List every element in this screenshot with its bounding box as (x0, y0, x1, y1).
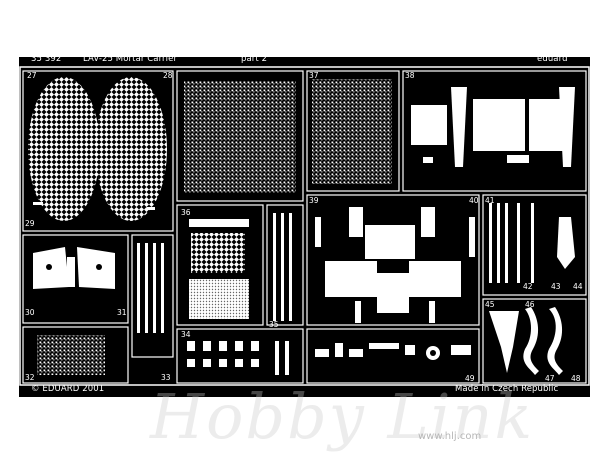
part-number: 48 (571, 374, 581, 383)
part-number: 30 (25, 308, 35, 317)
part-number: 37 (309, 71, 319, 80)
part-number: 41 (485, 196, 495, 205)
central-parts (315, 207, 475, 323)
fret-frame (19, 66, 590, 386)
part-number: 46 (525, 300, 535, 309)
part-number: 43 (551, 282, 561, 291)
part-number: 39 (309, 196, 319, 205)
part-number: 36 (181, 208, 191, 217)
small-parts-bottom (315, 343, 471, 360)
part-number: 45 (485, 300, 495, 309)
part-number: 38 (405, 71, 415, 80)
part-number: 29 (25, 219, 35, 228)
grille-36 (189, 219, 249, 319)
watermark-logo: Hobby Link (150, 380, 535, 453)
part-number: 31 (117, 308, 127, 317)
part-number: 42 (523, 282, 533, 291)
part-number: 27 (27, 71, 37, 80)
part-number: 34 (181, 330, 191, 339)
kit-code: 35 392 (31, 54, 62, 64)
rods-35 (273, 213, 292, 321)
bracket-holes (46, 264, 102, 270)
mesh-panel-37 (312, 79, 392, 184)
small-parts-34 (187, 341, 289, 375)
part-number: 28 (163, 71, 173, 80)
brand-logo: eduard (537, 54, 568, 64)
rods-41-44 (489, 203, 575, 283)
mesh-screens-27-28 (28, 77, 167, 221)
compartment-lines (22, 70, 587, 384)
photo-etch-fret: 35 392 LAV-25 Mortar Carrier part 2 edua… (19, 54, 590, 397)
sheet-label: part 2 (241, 54, 268, 64)
part-number: 35 (269, 320, 279, 329)
rods-29 (137, 243, 164, 333)
copyright-text: © EDUARD 2001 (31, 384, 105, 394)
fret-parts-drawing (19, 66, 590, 386)
part-number: 33 (161, 373, 171, 382)
clamps-45-48 (489, 307, 563, 375)
part-number: 40 (469, 196, 479, 205)
panels-38 (411, 87, 575, 167)
origin-text: Made in Czech Republic (455, 384, 559, 394)
mesh-panel-28 (184, 81, 296, 193)
part-number: 47 (545, 374, 555, 383)
part-number: 49 (465, 374, 475, 383)
grate-32 (37, 335, 105, 375)
kit-title: LAV-25 Mortar Carrier (83, 54, 178, 64)
watermark-url: www.hlj.com (418, 431, 482, 442)
part-number: 32 (25, 373, 35, 382)
brackets-30-31 (33, 247, 115, 289)
part-number: 44 (573, 282, 583, 291)
